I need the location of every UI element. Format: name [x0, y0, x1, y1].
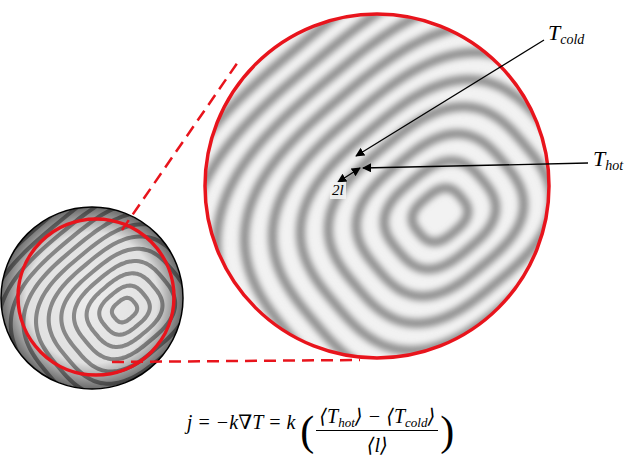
t-hot-label: Thot	[593, 146, 623, 172]
leader-arrow	[363, 163, 588, 168]
width-arrow	[338, 168, 360, 182]
zoom-line	[112, 360, 360, 362]
stripe	[49, 0, 642, 468]
equation-term: ⟩ − ⟨T	[355, 404, 405, 428]
zoom-outline	[205, 14, 549, 358]
subscript: hot	[338, 415, 355, 431]
stripe	[189, 0, 642, 459]
symbol-label: 2l	[330, 182, 346, 199]
symbol-label: T	[548, 20, 560, 46]
equation-term: ⟩	[427, 404, 435, 428]
parenthesis: )	[440, 410, 454, 452]
equation-term: ⟨l⟩	[367, 433, 388, 457]
equation: j = −k∇T = k(⟨Thot⟩ − ⟨Tcold⟩⟨l⟩)	[0, 404, 642, 457]
symbol-label: T	[593, 146, 605, 172]
equation-term: j = −k∇T = k	[187, 410, 296, 452]
stripe	[356, 134, 523, 297]
stripe	[77, 0, 642, 468]
equation-term: ⟨T	[319, 404, 338, 428]
stripe	[161, 0, 642, 468]
parenthesis: (	[300, 410, 314, 452]
stripe	[273, 52, 608, 377]
numerator: ⟨Thot⟩ − ⟨Tcold⟩	[316, 404, 438, 431]
zoom-region	[18, 219, 174, 375]
stripe	[133, 0, 642, 468]
stripe	[105, 0, 642, 468]
subscript: cold	[405, 415, 427, 431]
stripe	[412, 188, 468, 242]
denominator: ⟨l⟩	[367, 431, 388, 457]
subscript: hot	[605, 158, 623, 174]
stripe	[21, 0, 642, 468]
t-cold-label: Tcold	[548, 20, 584, 46]
width-label: 2l	[330, 182, 346, 199]
stripe	[384, 161, 496, 269]
fraction: ⟨Thot⟩ − ⟨Tcold⟩⟨l⟩	[316, 404, 438, 457]
subscript: cold	[560, 32, 584, 48]
leader-arrow	[356, 40, 544, 156]
